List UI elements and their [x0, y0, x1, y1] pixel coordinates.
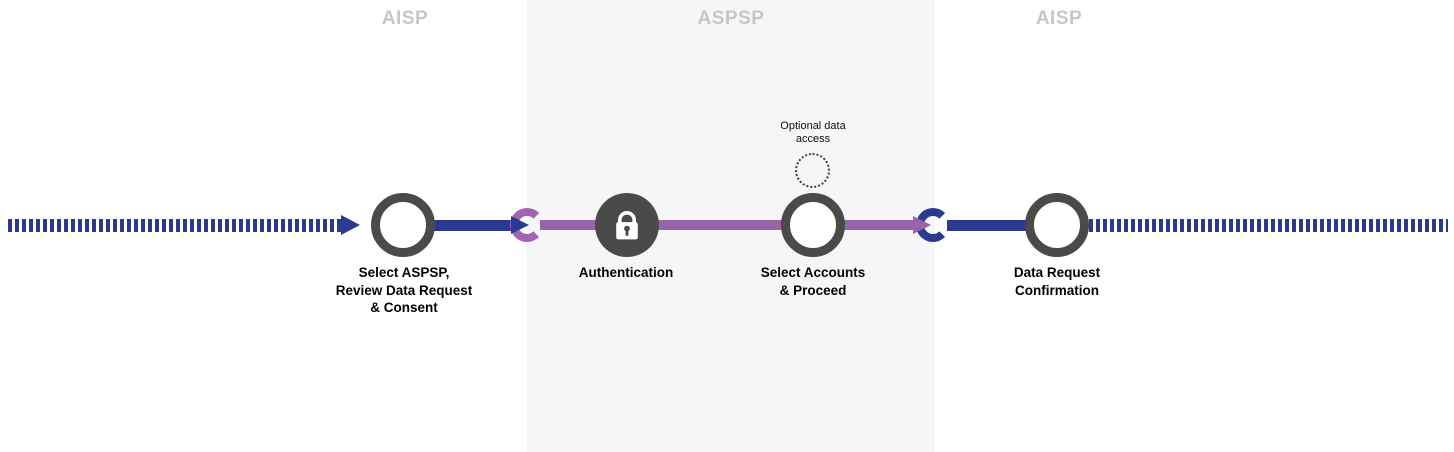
step-label-select-accounts: Select Accounts & Proceed — [760, 265, 866, 298]
step-node-select-aspsp — [371, 193, 435, 257]
outgoing-dashed-flow-line — [1089, 219, 1448, 232]
optional-data-access-dotted-circle-icon — [795, 153, 830, 188]
lock-icon — [604, 202, 650, 248]
step-node-authentication — [595, 193, 659, 257]
aisp-flow-segment — [433, 220, 513, 231]
step-label-data-request-confirmation: Data Request Confirmation — [1013, 265, 1101, 298]
optional-data-access-label: Optional data access — [780, 120, 846, 145]
step-node-data-request-confirmation — [1025, 193, 1089, 257]
section-label-aspsp: ASPSP — [697, 8, 765, 29]
navy-arrowhead-icon — [511, 216, 529, 234]
purple-arrowhead-icon — [913, 216, 931, 234]
return-flow-segment — [947, 220, 1026, 231]
step-label-select-aspsp: Select ASPSP, Review Data Request & Cons… — [335, 265, 473, 315]
aspsp-flow-segment — [540, 220, 915, 230]
section-label-aisp-right: AISP — [1035, 8, 1083, 29]
incoming-arrowhead-icon — [341, 215, 360, 235]
incoming-dashed-flow-line — [8, 219, 341, 232]
step-node-select-accounts — [781, 193, 845, 257]
section-label-aisp-left: AISP — [381, 8, 429, 29]
step-label-authentication: Authentication — [578, 265, 674, 280]
